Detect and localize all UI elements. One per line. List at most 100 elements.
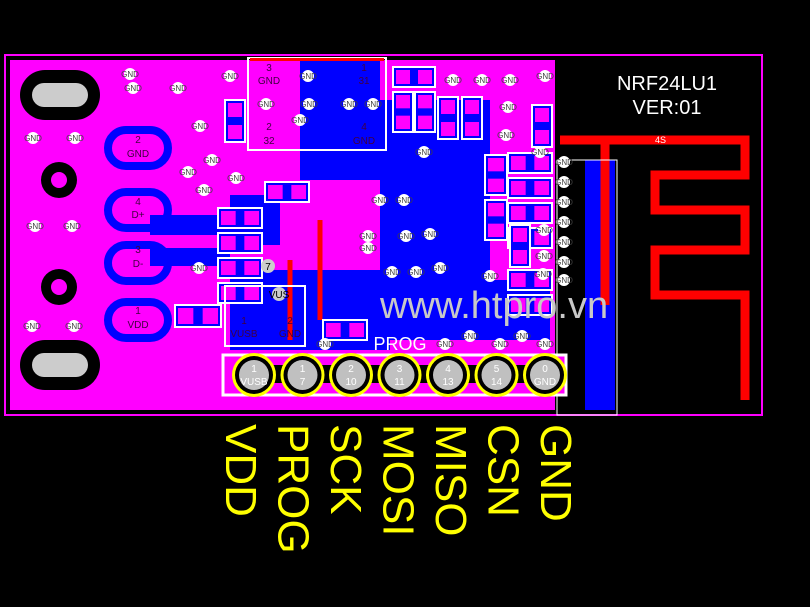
prog-pin-num: 3 xyxy=(397,364,403,375)
gnd-via-label: GND xyxy=(555,218,573,227)
gnd-via: GND xyxy=(63,220,81,232)
smd-component xyxy=(217,282,263,304)
via: 7 xyxy=(261,259,275,273)
gnd-via: GND xyxy=(65,320,83,332)
pin-label: CSN xyxy=(479,424,528,517)
gnd-via: GND xyxy=(257,98,275,110)
antenna-keepout xyxy=(556,159,618,416)
gnd-via: GND xyxy=(436,338,454,350)
gnd-via-label: GND xyxy=(121,70,139,79)
gnd-via: GND xyxy=(66,132,84,144)
gnd-via: GND xyxy=(299,70,317,82)
chip-pad-name: GND xyxy=(353,136,375,147)
pin-label: MOSI xyxy=(374,424,423,536)
gnd-via-label: GND xyxy=(359,244,377,253)
gnd-via: GND xyxy=(359,242,377,254)
gnd-via-label: GND xyxy=(421,230,439,239)
gnd-via-label: GND xyxy=(461,332,479,341)
gnd-via-label: GND xyxy=(340,100,358,109)
gnd-via: GND xyxy=(555,236,573,248)
prog-pin: 413 xyxy=(426,353,470,397)
gnd-via-label: GND xyxy=(555,238,573,247)
gnd-via: GND xyxy=(407,266,425,278)
prog-pin-num: 1 xyxy=(251,364,257,375)
gnd-via: GND xyxy=(431,262,449,274)
prog-pin-name: 14 xyxy=(491,377,503,388)
chip-edge-trace xyxy=(250,58,384,61)
gnd-via: GND xyxy=(26,220,44,232)
watermark: www.htpro.vn xyxy=(379,285,608,327)
gnd-via-label: GND xyxy=(555,198,573,207)
prog-pin-num: 2 xyxy=(348,364,354,375)
smd-components xyxy=(174,66,553,341)
chip-pad-num: 2 xyxy=(266,122,272,133)
gnd-via: GND xyxy=(291,114,309,126)
gnd-via-label: GND xyxy=(497,131,515,140)
smd-component xyxy=(217,207,263,229)
gnd-via: GND xyxy=(497,129,515,141)
gnd-via-label: GND xyxy=(555,178,573,187)
gnd-via: GND xyxy=(124,82,142,94)
gnd-via-label: GND xyxy=(555,158,573,167)
chip-pad-name: 32 xyxy=(263,136,275,147)
pin-label: GND xyxy=(531,424,580,522)
prog-pin: 311 xyxy=(377,353,422,397)
gnd-via: GND xyxy=(190,262,208,274)
gnd-via-label: GND xyxy=(535,226,553,235)
gnd-via: GND xyxy=(179,166,197,178)
gnd-via: GND xyxy=(536,338,554,350)
gnd-via: GND xyxy=(24,132,42,144)
gnd-via: GND xyxy=(191,120,209,132)
gnd-via-label: GND xyxy=(555,258,573,267)
smd-component xyxy=(224,99,246,143)
prog-pin-name: VUSB xyxy=(240,377,268,388)
gnd-via-label: GND xyxy=(444,76,462,85)
gnd-via-label: GND xyxy=(23,322,41,331)
gnd-via-label: GND xyxy=(179,168,197,177)
gnd-via: GND xyxy=(415,146,433,158)
gnd-via: GND xyxy=(555,156,573,168)
gnd-via: GND xyxy=(461,330,479,342)
gnd-via: GND xyxy=(316,338,334,350)
gnd-via-label: GND xyxy=(191,122,209,131)
gnd-via-label: GND xyxy=(473,76,491,85)
prog-pin: 17 xyxy=(280,353,325,397)
gnd-via-label: GND xyxy=(431,264,449,273)
pin-label: VDD xyxy=(216,424,265,517)
gnd-via: GND xyxy=(421,228,439,240)
red-trace xyxy=(287,220,323,340)
gnd-via: GND xyxy=(534,268,552,280)
gnd-via: GND xyxy=(371,194,389,206)
gnd-via: GND xyxy=(444,74,462,86)
gnd-via: GND xyxy=(555,196,573,208)
prog-pin: 514 xyxy=(474,353,519,397)
usb-pad-name: D- xyxy=(133,259,144,270)
gnd-via-label: GND xyxy=(364,100,382,109)
pin-label: SCK xyxy=(321,424,370,514)
prog-pin-num: 5 xyxy=(494,364,500,375)
gnd-via: GND xyxy=(195,184,213,196)
antenna-label: 4S xyxy=(655,135,666,145)
gnd-via-label: GND xyxy=(536,72,554,81)
gnd-via-label: GND xyxy=(436,340,454,349)
gnd-via: GND xyxy=(499,101,517,113)
usb-pad-num: 2 xyxy=(135,135,141,146)
smd-component xyxy=(484,154,508,196)
smd-component xyxy=(509,224,531,268)
board-version: VER:01 xyxy=(633,97,702,119)
gnd-via-label: GND xyxy=(395,196,413,205)
gnd-via: GND xyxy=(221,70,239,82)
chip-pad-name: GND xyxy=(258,76,280,87)
gnd-via: GND xyxy=(121,68,139,80)
gnd-via-label: GND xyxy=(203,156,221,165)
smd-component xyxy=(461,96,483,140)
prog-label: PROG xyxy=(373,334,426,354)
gnd-via: GND xyxy=(169,82,187,94)
via-label: 7 xyxy=(265,262,271,273)
gnd-via-label: GND xyxy=(531,148,549,157)
gnd-via: GND xyxy=(383,266,401,278)
chip-pad-num: 1 xyxy=(361,63,367,74)
